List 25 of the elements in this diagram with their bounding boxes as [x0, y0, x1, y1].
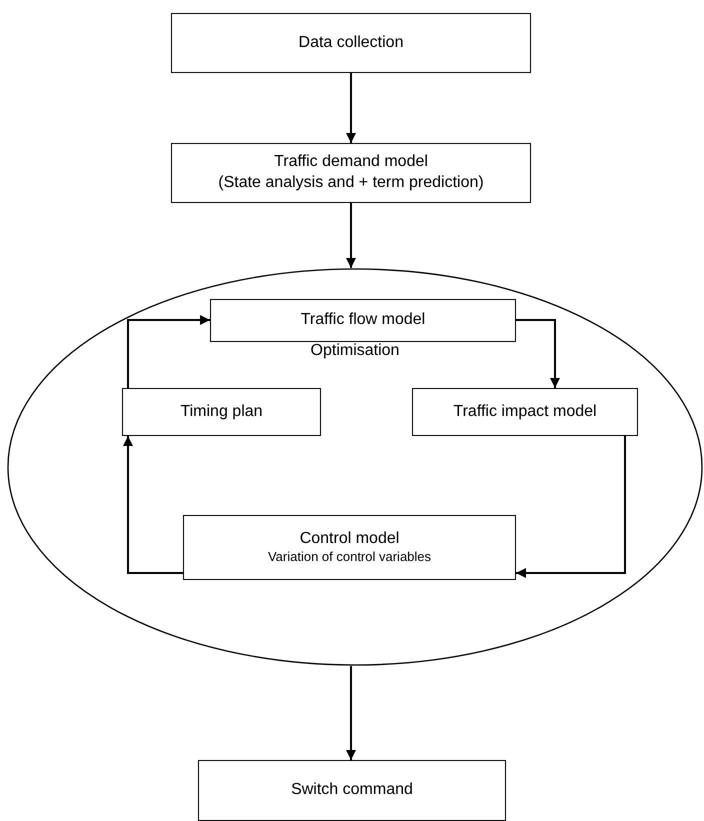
optimisation-ellipse: [7, 268, 703, 666]
box-title: Data collection: [298, 32, 404, 53]
box-title: Timing plan: [180, 402, 263, 422]
box-title: Control model: [300, 528, 400, 549]
process-box: [171, 13, 531, 73]
arrow: [516, 319, 560, 388]
box-title: Switch command: [291, 780, 413, 800]
arrow: [123, 436, 183, 574]
box-title: Traffic demand model: [274, 152, 428, 172]
process-box: [210, 299, 516, 342]
arrow: [127, 315, 210, 388]
arrow: [346, 203, 356, 268]
box-subtitle: (State analysis and + term prediction): [218, 173, 484, 193]
arrow: [346, 73, 356, 143]
process-box: [412, 388, 638, 436]
process-box: [183, 515, 516, 580]
process-box: [198, 760, 506, 821]
box-subtitle: Variation of control variables: [268, 549, 432, 566]
process-box: [122, 388, 321, 436]
process-box: [171, 143, 531, 203]
box-title: Traffic flow model: [300, 310, 426, 330]
ellipse-label: Optimisation: [310, 342, 400, 360]
box-title: Traffic impact model: [453, 402, 597, 422]
arrow: [516, 436, 626, 578]
arrow: [346, 666, 356, 760]
